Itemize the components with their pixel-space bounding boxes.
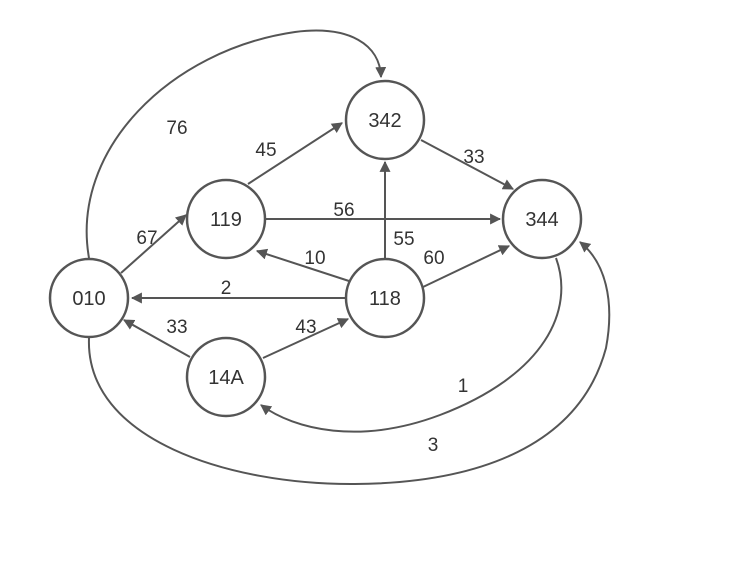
- node-119-circle: [185, 178, 267, 260]
- edge-342-to-344: [420, 139, 514, 190]
- edge-label-118-344: 60: [423, 248, 444, 269]
- node-342: 342: [344, 79, 426, 161]
- edge-label-010-342: 76: [166, 118, 187, 139]
- node-010-circle: [48, 257, 130, 339]
- node-14A-circle: [185, 336, 267, 418]
- node-14A: 14A: [185, 336, 267, 418]
- node-342-label: 342: [368, 110, 401, 132]
- node-344: 344: [501, 178, 583, 260]
- edge-label-118-342: 55: [393, 229, 414, 250]
- node-344-label: 344: [525, 209, 558, 231]
- edge-119-to-342: [247, 122, 343, 185]
- node-119-label: 119: [210, 209, 242, 231]
- edge-14A-to-010: [123, 319, 191, 358]
- edge-label-119-342: 45: [255, 140, 276, 161]
- edge-010-to-344: [87, 241, 611, 486]
- edge-118-to-344: [422, 245, 510, 288]
- node-344-circle: [501, 178, 583, 260]
- edge-label-344-14A: 1: [458, 376, 469, 397]
- edge-label-118-119: 10: [304, 248, 325, 269]
- nodes: 010 119 342 344 118 14A: [48, 79, 583, 418]
- edge-118-to-119: [255, 248, 350, 282]
- node-119: 119: [185, 178, 267, 260]
- node-010-label: 010: [72, 288, 105, 310]
- edge-010-to-342: [85, 29, 387, 259]
- node-14A-label: 14A: [208, 367, 244, 389]
- node-118: 118: [344, 257, 426, 339]
- edge-344-to-14A: [260, 257, 563, 433]
- edge-label-010-119: 67: [136, 228, 157, 249]
- edge-label-119-344: 56: [333, 200, 354, 221]
- edge-label-14A-118: 43: [295, 317, 316, 338]
- node-342-circle: [344, 79, 426, 161]
- node-118-label: 118: [369, 288, 401, 310]
- node-010: 010: [48, 257, 130, 339]
- edge-labels: 76 45 33 56 67 55 10 60 2 33 43 1 3: [136, 118, 484, 456]
- edge-010-to-119: [120, 214, 187, 274]
- edge-label-14A-010: 33: [166, 317, 187, 338]
- edges: [85, 29, 611, 486]
- node-118-circle: [344, 257, 426, 339]
- edge-label-010-344: 3: [428, 435, 439, 456]
- edge-14A-to-118: [262, 318, 349, 359]
- edge-label-342-344: 33: [463, 147, 484, 168]
- edge-label-118-010: 2: [221, 278, 232, 299]
